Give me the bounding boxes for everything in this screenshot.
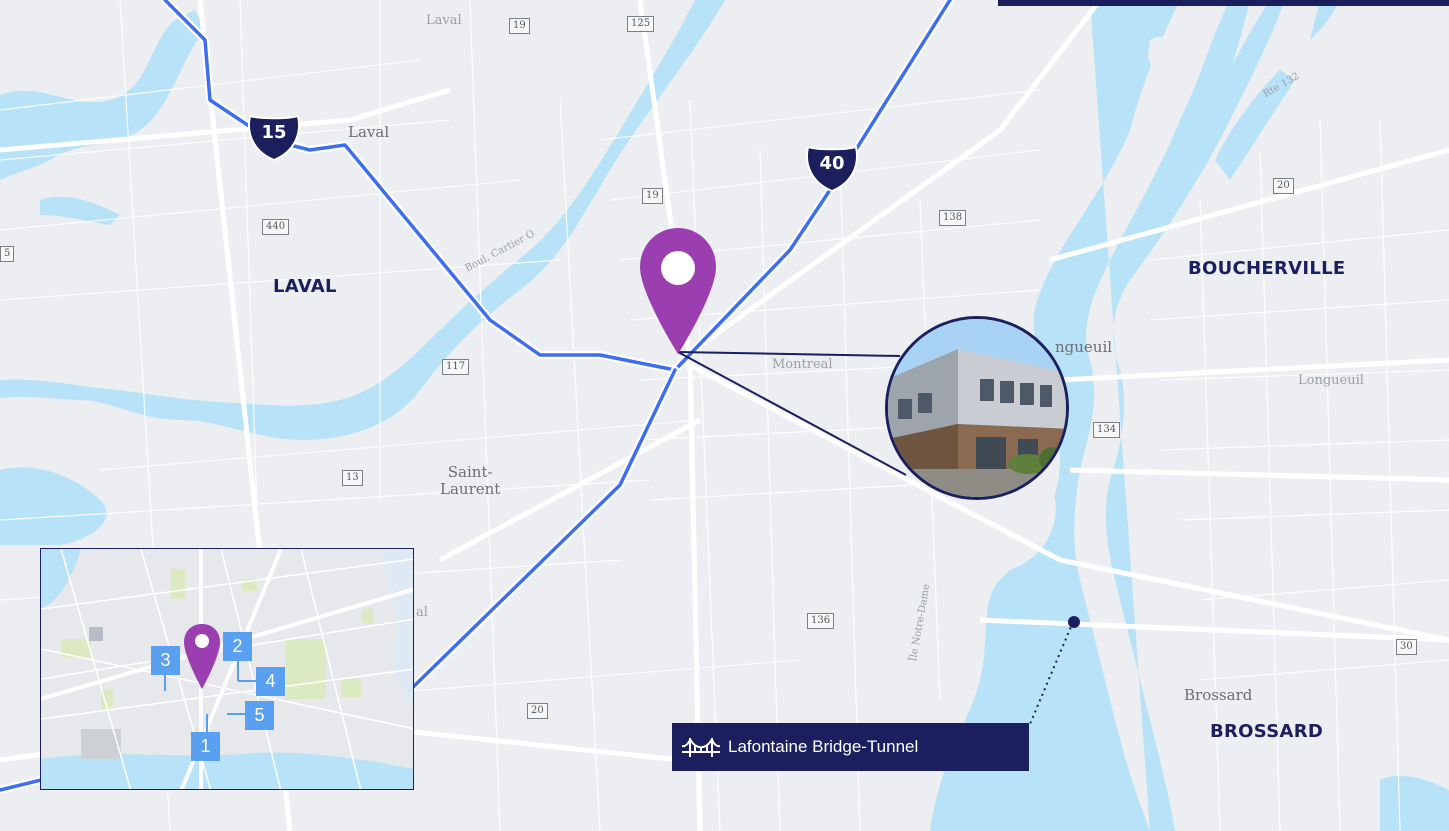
city-label-saint-laurent: Saint- Laurent [440, 463, 501, 498]
city-label-montreal: Montreal [772, 357, 833, 372]
route-shield-13: 13 [342, 470, 363, 486]
corner-bar [998, 0, 1449, 6]
bridge-location-dot[interactable] [1068, 616, 1080, 628]
city-label-laval: Laval [348, 123, 390, 141]
route-shield-20-bottom: 20 [527, 703, 548, 719]
region-label-boucherville: BOUCHERVILLE [1188, 258, 1346, 279]
route-shield-edge: 5 [0, 246, 15, 262]
route-shield-138: 138 [939, 210, 967, 226]
route-shield-117: 117 [442, 359, 470, 375]
bridge-leader-line [1029, 621, 1074, 725]
highway-shield-15-icon [248, 114, 300, 162]
route-shield-440: 440 [262, 219, 290, 235]
inset-map[interactable]: 1 2 3 4 5 [40, 548, 414, 790]
highway-shield-40: 40 [804, 141, 860, 193]
route-shield-20-right: 20 [1273, 178, 1294, 194]
photo-connector-lines [677, 351, 907, 476]
city-label-laval-top: Laval [426, 13, 462, 28]
inset-map-background [41, 549, 413, 789]
route-shield-19-top: 19 [509, 18, 530, 34]
route-shield-125: 125 [627, 16, 655, 32]
inset-marker-2[interactable]: 2 [223, 632, 252, 661]
highway-shield-40-label: 40 [819, 153, 845, 174]
inset-marker-4[interactable]: 4 [256, 667, 285, 696]
city-label-brossard: Brossard [1184, 686, 1253, 704]
bridge-callout-label: Lafontaine Bridge-Tunnel [728, 737, 919, 756]
highway-shield-15: 15 [246, 110, 302, 162]
inset-marker-1[interactable]: 1 [191, 732, 220, 761]
bridge-icon [682, 738, 720, 757]
route-shield-136: 136 [807, 613, 835, 629]
route-shield-19: 19 [642, 188, 663, 204]
city-label-longueuil: ngueuil [1055, 338, 1113, 356]
building-photo-image [888, 319, 1066, 497]
bridge-callout[interactable]: Lafontaine Bridge-Tunnel [672, 723, 1029, 771]
route-shield-134: 134 [1093, 422, 1121, 438]
highway-shield-40-icon [806, 145, 858, 193]
highway-shield-15-label: 15 [261, 122, 287, 143]
city-label-longueuil-east: Longueuil [1298, 373, 1364, 388]
location-pin-icon[interactable] [638, 226, 718, 356]
building-photo[interactable] [885, 316, 1069, 500]
region-label-brossard: BROSSARD [1210, 721, 1324, 742]
city-label-inset-edge: al [416, 605, 428, 620]
inset-marker-3[interactable]: 3 [151, 646, 180, 675]
region-label-laval: LAVAL [273, 276, 337, 297]
inset-marker-5[interactable]: 5 [245, 701, 274, 730]
route-shield-30: 30 [1396, 639, 1417, 655]
